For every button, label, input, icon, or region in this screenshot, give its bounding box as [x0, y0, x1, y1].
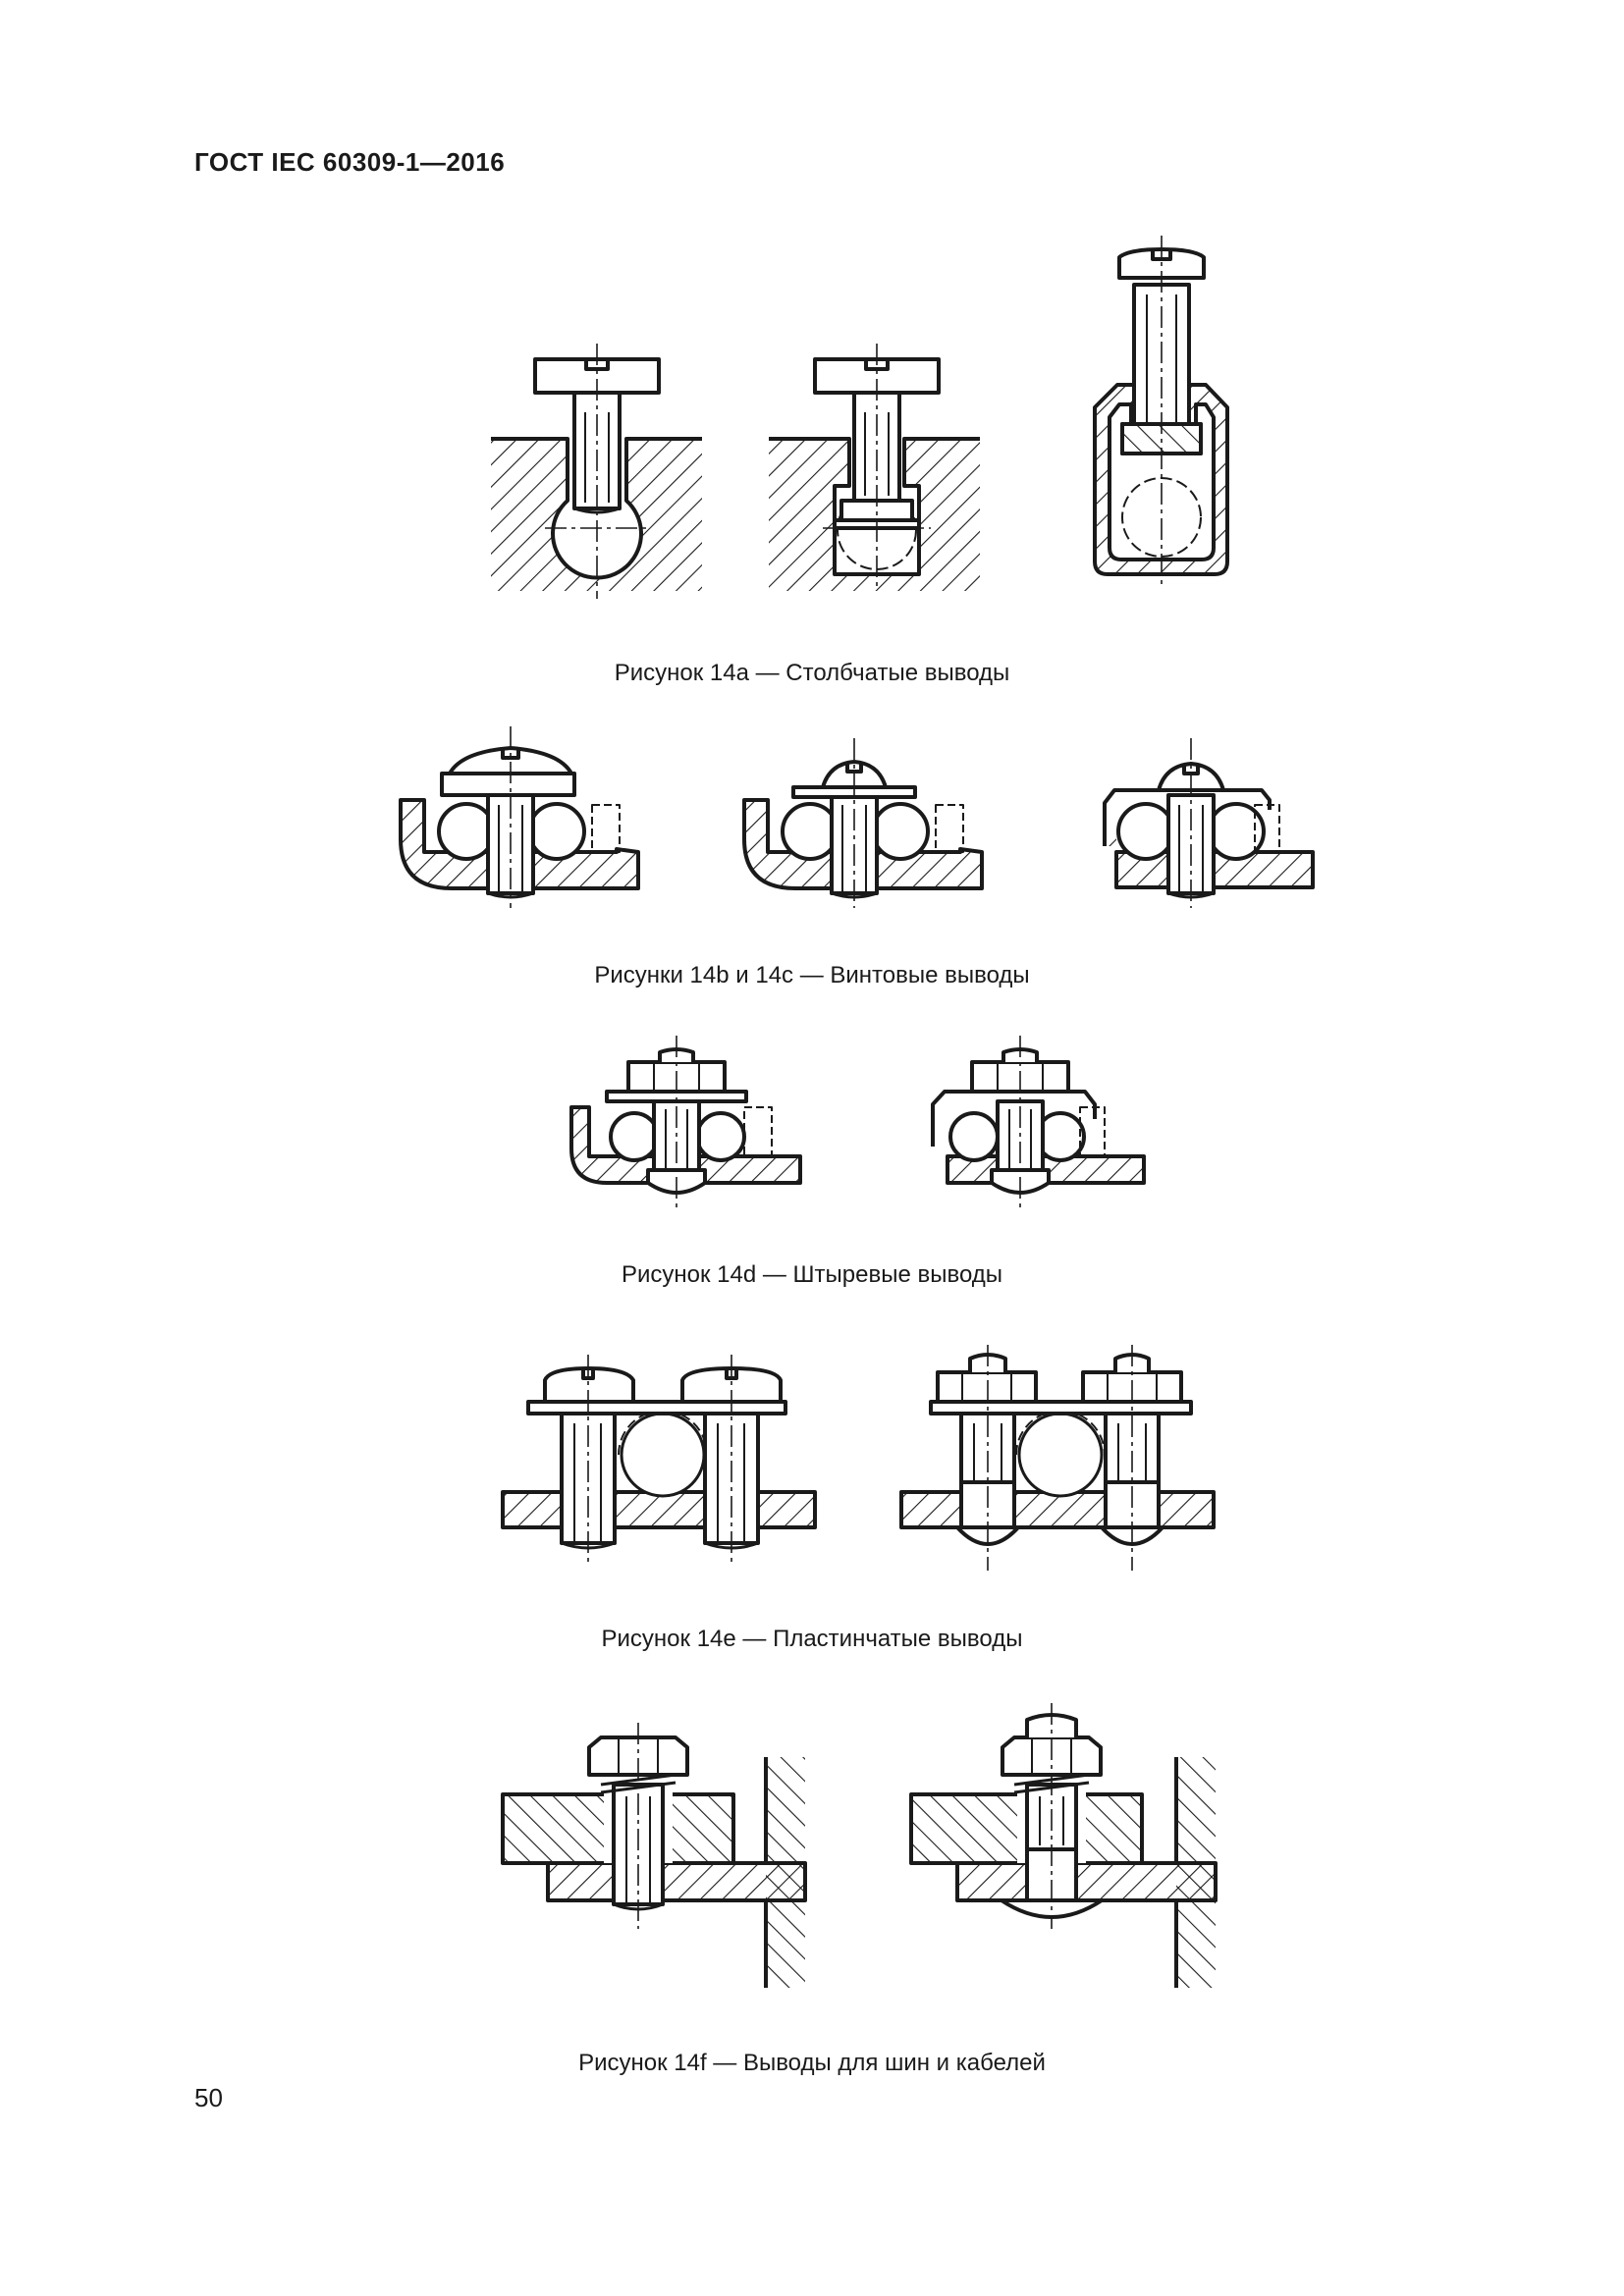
caption-fig14e: Рисунок 14e — Пластинчатые выводы — [601, 1626, 1023, 1652]
fig14a-pillar-terminal-3 — [1093, 236, 1229, 589]
fig14f-busbar-terminal-1 — [501, 1723, 807, 1988]
fig14a-pillar-terminal-1 — [491, 344, 702, 599]
fig14f-busbar-terminal-2 — [909, 1703, 1218, 1988]
fig14e-saddle-terminal-1 — [501, 1355, 817, 1566]
caption-fig14f: Рисунок 14f — Выводы для шин и кабелей — [578, 2050, 1046, 2076]
fig14d-stud-terminal-1 — [569, 1036, 802, 1209]
fig14d-stud-terminal-2 — [931, 1036, 1146, 1209]
caption-fig14bc: Рисунки 14b и 14c — Винтовые выводы — [594, 962, 1030, 988]
fig14a-pillar-terminal-2 — [769, 344, 980, 591]
page-number: 50 — [194, 2083, 223, 2112]
standard-header: ГОСТ IEC 60309-1—2016 — [194, 147, 506, 177]
fig14b-screw-terminal-1 — [399, 726, 640, 908]
fig14e-saddle-terminal-2 — [899, 1345, 1216, 1571]
fig14b-screw-terminal-2 — [742, 738, 984, 908]
fig14c-screw-terminal-3 — [1103, 738, 1315, 908]
caption-fig14d: Рисунок 14d — Штыревые выводы — [621, 1261, 1003, 1288]
caption-fig14a: Рисунок 14a — Столбчатые выводы — [614, 660, 1010, 686]
